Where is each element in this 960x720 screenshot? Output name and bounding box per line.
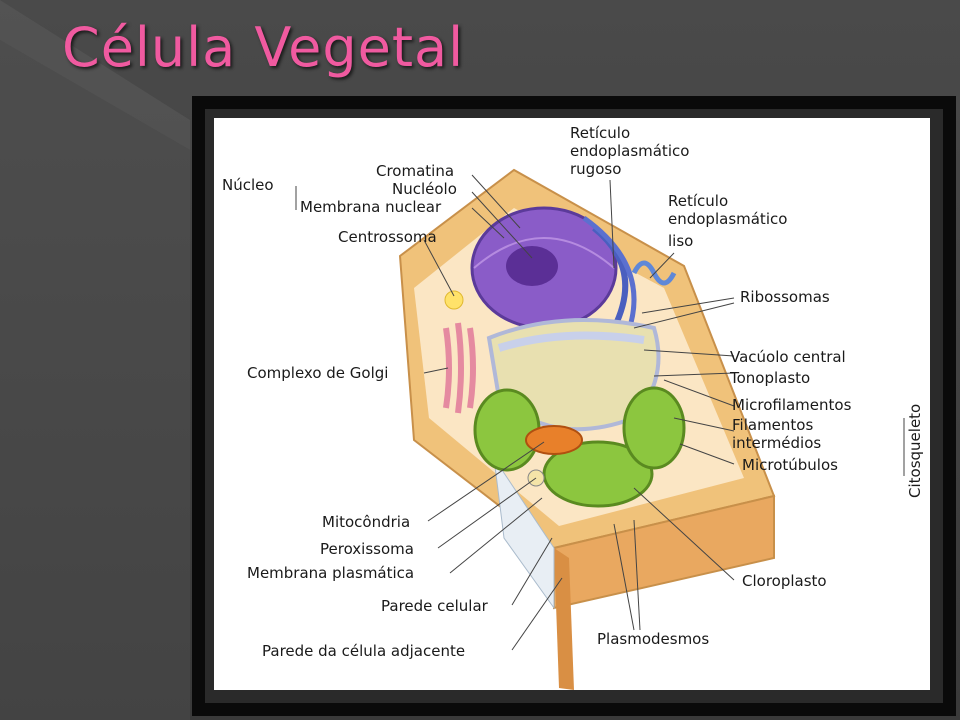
- label-rer-3: rugoso: [570, 160, 621, 178]
- label-microfilamentos: Microfilamentos: [732, 396, 852, 414]
- label-vacuolo-central: Vacúolo central: [730, 348, 846, 366]
- label-filamentos-2: intermédios: [732, 434, 821, 452]
- leader-lines: [295, 174, 905, 651]
- label-nucleo: Núcleo: [222, 176, 274, 194]
- label-membrana-plasmatica: Membrana plasmática: [247, 564, 414, 582]
- label-parede-celular: Parede celular: [381, 597, 489, 615]
- label-cloroplasto: Cloroplasto: [742, 572, 827, 590]
- slide-title: Célula Vegetal: [62, 16, 465, 79]
- labels: Núcleo Cromatina Nucléolo Membrana nucle…: [222, 124, 924, 660]
- mitochondrion: [525, 425, 583, 455]
- label-complexo-golgi: Complexo de Golgi: [247, 364, 388, 382]
- golgi-complex: [443, 322, 476, 414]
- label-centrossoma: Centrossoma: [338, 228, 437, 246]
- label-ser-1: Retículo: [668, 192, 728, 210]
- label-tonoplasto: Tonoplasto: [729, 369, 810, 387]
- label-rer-1: Retículo: [570, 124, 630, 142]
- label-cromatina: Cromatina: [376, 162, 454, 180]
- label-peroxissoma: Peroxissoma: [320, 540, 414, 558]
- label-filamentos-1: Filamentos: [732, 416, 813, 434]
- label-mitocondria: Mitocôndria: [322, 513, 410, 531]
- label-microtubulos: Microtúbulos: [742, 456, 838, 474]
- label-nucleolo: Nucléolo: [392, 180, 457, 198]
- label-ser-3: liso: [668, 232, 693, 250]
- smooth-er: [631, 260, 677, 286]
- label-ser-2: endoplasmático: [668, 210, 787, 228]
- label-ribossomas: Ribossomas: [740, 288, 830, 306]
- chloroplasts: [473, 386, 686, 508]
- label-plasmodesmos: Plasmodesmos: [597, 630, 709, 648]
- centrosome: [444, 290, 464, 310]
- label-parede-adjacente: Parede da célula adjacente: [262, 642, 465, 660]
- label-rer-2: endoplasmático: [570, 142, 689, 160]
- plant-cell-diagram: Núcleo Cromatina Nucléolo Membrana nucle…: [222, 124, 924, 690]
- label-membrana-nuclear: Membrana nuclear: [300, 198, 442, 216]
- label-citosqueleto: Citosqueleto: [906, 404, 924, 498]
